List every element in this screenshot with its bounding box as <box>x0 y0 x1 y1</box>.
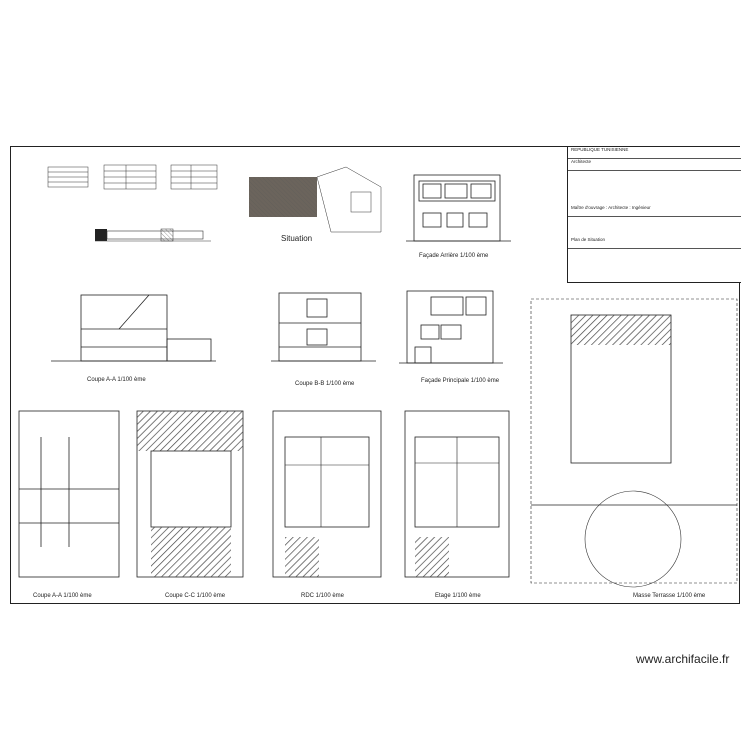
title-block-line4: Plan de Situation <box>568 237 741 249</box>
etage-plan <box>404 410 510 578</box>
facade-arriere <box>406 174 511 242</box>
coupe-cc-plan <box>136 410 244 578</box>
coupe-aa-plan <box>18 410 120 578</box>
facade-principale <box>399 290 503 364</box>
label-facade-arriere: Façade Arrière 1/100 ème <box>419 253 489 259</box>
label-coupe-cc: Coupe C-C 1/100 ème <box>165 593 226 599</box>
label-coupe-aa: Coupe A-A 1/100 ème <box>87 377 146 383</box>
rdc-plan <box>272 410 382 578</box>
label-etage: Etage 1/100 ème <box>435 593 481 599</box>
drawing-canvas <box>18 164 738 588</box>
title-block: REPUBLIQUE TUNISIENNE Architecte Maître … <box>567 147 741 283</box>
title-block-line2: Architecte <box>568 159 741 171</box>
coupe-bb-section <box>271 292 376 362</box>
legend-tables <box>47 164 218 190</box>
drawing-sheet: REPUBLIQUE TUNISIENNE Architecte Maître … <box>10 146 741 604</box>
title-block-line1: REPUBLIQUE TUNISIENNE <box>568 147 741 159</box>
title-block-line3: Maître d'ouvrage : Architecte : Ingénieu… <box>568 205 741 217</box>
label-facade-principale: Façade Principale 1/100 ème <box>421 378 500 384</box>
label-coupe-aa-bottom: Coupe A-A 1/100 ème <box>33 593 92 599</box>
masse-terrasse-plan <box>530 298 738 588</box>
watermark-text: www.archifacile.fr <box>636 652 730 666</box>
label-masse-terrasse: Masse Terrasse 1/100 ème <box>633 593 706 599</box>
situation-plan <box>249 166 382 233</box>
detail-strip <box>95 228 211 242</box>
coupe-aa-section <box>51 294 216 362</box>
label-rdc: RDC 1/100 ème <box>301 593 345 599</box>
label-coupe-bb: Coupe B-B 1/100 ème <box>295 381 355 387</box>
label-situation: Situation <box>281 234 313 243</box>
